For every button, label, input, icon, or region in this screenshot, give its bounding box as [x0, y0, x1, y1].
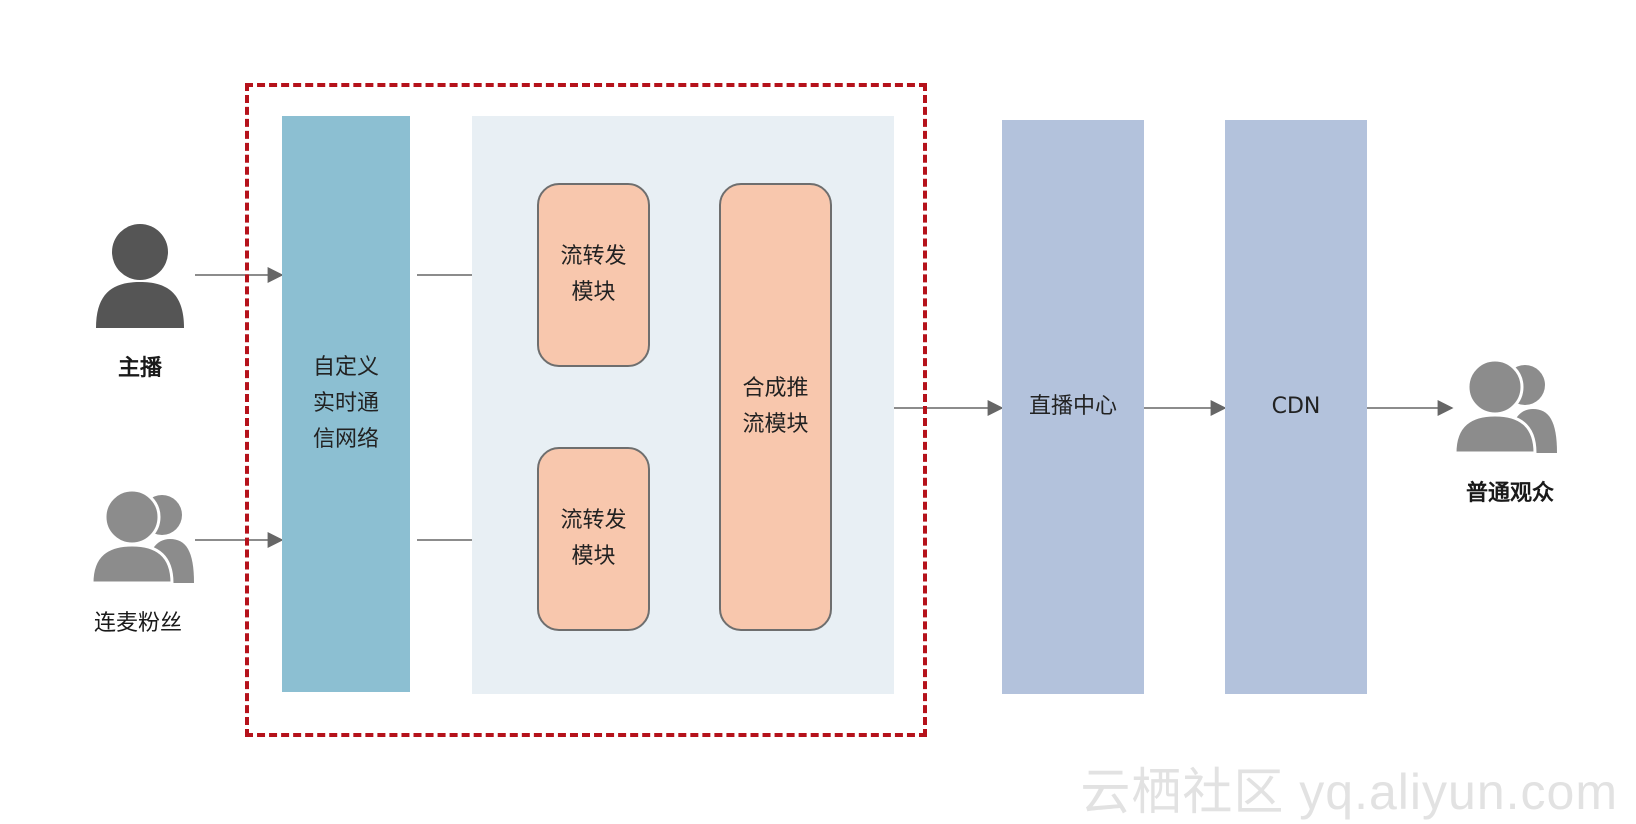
- live-center-block: 直播中心: [1002, 120, 1144, 694]
- forward-module-bottom-label: 流转发 模块: [560, 508, 627, 569]
- forward-module-top-label: 流转发 模块: [560, 244, 627, 305]
- forward-module-bottom: 流转发 模块: [537, 447, 650, 631]
- watermark: 云栖社区 yq.aliyun.com: [1080, 764, 1618, 820]
- person-icon: [96, 224, 184, 328]
- cdn-label: CDN: [1271, 394, 1321, 419]
- people-icon: [1453, 358, 1557, 455]
- compose-push-module-label: 合成推 流模块: [742, 376, 809, 437]
- co-streamers-label: 连麦粉丝: [93, 611, 182, 636]
- forward-module-top: 流转发 模块: [537, 183, 650, 367]
- compose-push-module: 合成推 流模块: [719, 183, 832, 631]
- viewers-label: 普通观众: [1465, 481, 1554, 506]
- people-icon: [90, 488, 194, 585]
- system-boundary: [245, 83, 927, 737]
- cdn-block: CDN: [1225, 120, 1367, 694]
- rtc-network-label: 自定义 实时通 信网络: [312, 355, 379, 452]
- live-center-label: 直播中心: [1028, 394, 1117, 419]
- rtc-network-block: 自定义 实时通 信网络: [282, 116, 410, 692]
- host-label: 主播: [117, 356, 162, 381]
